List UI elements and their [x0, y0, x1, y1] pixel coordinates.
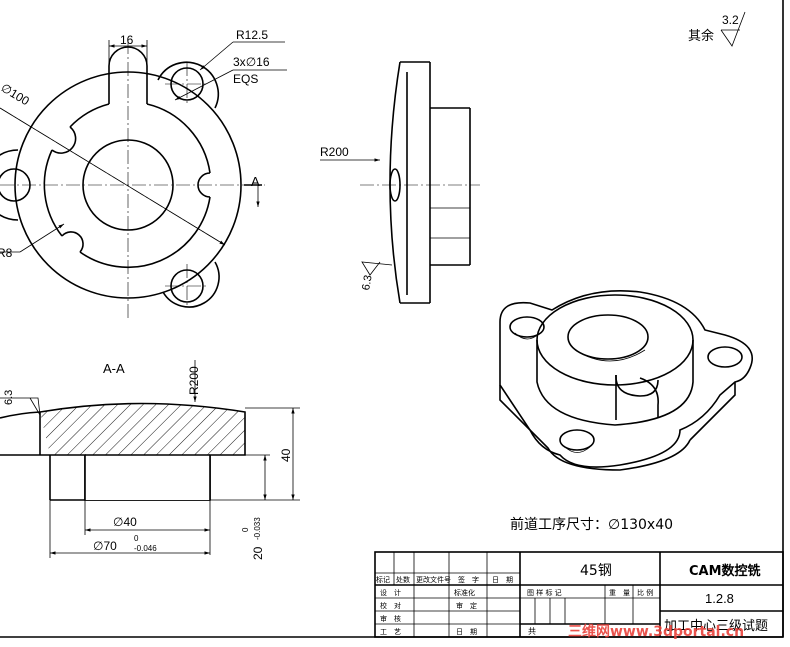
dim-eqs: EQS [233, 72, 258, 86]
h-mark: 标记 [376, 575, 390, 584]
section-mark: A [251, 174, 260, 189]
dim-holes-count: 3x [233, 55, 246, 69]
dim-r8: R8 [0, 246, 13, 260]
rough-flange: 6.3 [360, 274, 374, 291]
l-scale: 比 例 [637, 588, 653, 597]
h-date: 日 期 [492, 576, 513, 584]
section-dim-r200: R200 [187, 366, 201, 395]
svg-text:3x∅16: 3x∅16 [233, 55, 270, 69]
dim-20-tol-upper: 0 [241, 527, 250, 532]
section-view: A-A 40 20 0 -0.033 ∅40 ∅70 0 [0, 360, 300, 560]
title-block: 标记 处数 更改文件号 签 字 日 期 设 计 校 对 审 核 工 艺 标准化 … [374, 551, 784, 638]
side-dim-r200: R200 [320, 145, 349, 159]
l-design: 设 计 [380, 588, 401, 597]
dim-d70: ∅70 [93, 539, 117, 553]
section-title: A-A [103, 361, 125, 376]
l-sheet: 共 [528, 627, 536, 636]
l-approve: 审 定 [456, 601, 477, 610]
h-count: 处数 [396, 575, 410, 584]
l-weight: 重 量 [609, 589, 630, 597]
exam-name: 加工中心三级试题 [664, 619, 768, 634]
l-date: 日 期 [456, 628, 477, 636]
title: CAM数控铣 [689, 563, 761, 579]
dim-40: 40 [279, 448, 293, 462]
h-sign: 签 字 [458, 575, 479, 584]
dim-r12-5: R12.5 [236, 28, 268, 42]
roughness-other: 其余 3.2 [688, 11, 746, 47]
pre-size-note: 前道工序尺寸：∅130x40 [510, 516, 673, 533]
dim-20: 20 [251, 546, 265, 560]
dim-d100: ∅100 [0, 81, 32, 109]
material: 45钢 [580, 563, 612, 579]
l-check: 校 对 [380, 601, 401, 610]
dim-holes-dia: ∅16 [246, 55, 270, 69]
drawing-no: 1.2.8 [705, 591, 734, 606]
side-view: R200 6.3 [320, 61, 480, 304]
dim-d40: ∅40 [113, 515, 137, 529]
isometric-view [499, 290, 753, 471]
h-change-doc: 更改文件号 [416, 575, 451, 584]
dim-d70-tol-upper: 0 [134, 534, 139, 543]
watermark: 三维网www.3dportal.cn [568, 623, 744, 640]
dim-16: 16 [120, 33, 134, 47]
l-process: 工 艺 [380, 628, 401, 636]
dim-d70-tol-lower: -0.046 [134, 544, 157, 553]
rough-section: 6.3 [3, 390, 15, 405]
drawing-border [0, 0, 784, 638]
l-standard: 标准化 [454, 588, 475, 597]
roughness-other-value: 3.2 [722, 13, 739, 27]
dim-20-tol-lower: -0.033 [253, 517, 262, 540]
roughness-other-label: 其余 [688, 28, 714, 44]
l-review: 审 核 [380, 614, 401, 623]
l-stage: 图 样 标 记 [527, 588, 562, 597]
front-view: A 16 R12.5 3x∅16 EQS ∅100 R8 [0, 28, 287, 320]
